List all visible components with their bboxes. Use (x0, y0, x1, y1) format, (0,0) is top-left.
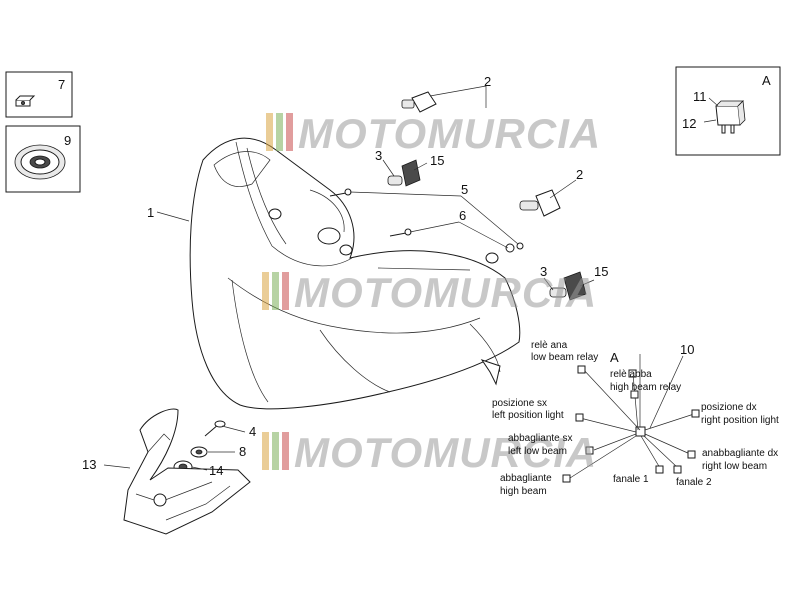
label-low-beam-relay: low beam relay (531, 352, 598, 363)
watermark-stripe (266, 113, 273, 151)
part-number-5: 5 (461, 182, 468, 197)
part-number-9: 9 (64, 133, 71, 148)
bulb-socket-15-upper-icon (387, 159, 421, 187)
bulb-socket-15-lower-icon (549, 271, 587, 301)
part-number-3-upper: 3 (375, 148, 382, 163)
label-abbagliante: abbagliante (500, 473, 552, 484)
part-number-2-upper: 2 (484, 74, 491, 89)
washer-6-icon (505, 242, 524, 253)
part-number-15-upper: 15 (430, 153, 444, 168)
wiring-harness (562, 354, 700, 483)
label-fanale-1: fanale 1 (613, 474, 649, 485)
watermark-text: MOTOMURCIA (294, 429, 597, 476)
part-number-1: 1 (147, 205, 154, 220)
part-number-2-right: 2 (576, 167, 583, 182)
part-number-15-lower: 15 (594, 264, 608, 279)
label-posizione-dx: posizione dx (701, 402, 757, 413)
leader-lines (103, 85, 684, 471)
watermark-stripe (276, 113, 283, 151)
watermark-text: MOTOMURCIA (298, 110, 601, 157)
part-number-11: 11 (693, 89, 707, 104)
bracket-13 (123, 408, 251, 535)
watermark-stripe (282, 272, 289, 310)
inset-box-7 (5, 71, 73, 118)
part-number-8: 8 (239, 444, 246, 459)
watermark-stripe (272, 432, 279, 470)
part-number-3-lower: 3 (540, 264, 547, 279)
bulb-2-upper-icon (401, 91, 437, 113)
watermark-text: MOTOMURCIA (294, 269, 597, 316)
label-high-beam-relay: high beam relay (610, 382, 681, 393)
watermark-stripe (272, 272, 279, 310)
screw-5-lower-icon (389, 228, 412, 237)
inset-letter-A: A (762, 73, 771, 88)
label-high-beam: high beam (500, 486, 547, 497)
watermark-stripe (282, 432, 289, 470)
watermark-stripe (262, 272, 269, 310)
label-right-low-beam: right low beam (702, 461, 767, 472)
inset-box-9 (5, 125, 81, 193)
grommet-icon (14, 144, 66, 180)
label-rele-abba: relè abba (610, 369, 652, 380)
label-right-position-light: right position light (701, 415, 779, 426)
label-abbagliante-sx: abbagliante sx (508, 433, 573, 444)
label-left-position-light: left position light (492, 410, 564, 421)
watermark-bottom: MOTOMURCIA (262, 429, 597, 476)
part-number-13: 13 (82, 457, 96, 472)
label-left-low-beam: left low beam (508, 446, 567, 457)
part-number-4: 4 (249, 424, 256, 439)
relay-icon (715, 100, 746, 134)
watermark-middle: MOTOMURCIA (262, 269, 597, 316)
washer-8-icon (190, 446, 208, 458)
bulb-2-right-icon (519, 189, 561, 217)
inset-box-A (675, 66, 781, 156)
label-fanale-2: fanale 2 (676, 477, 712, 488)
part-number-labels: 1 2 2 3 3 15 15 5 6 7 9 A 11 12 4 8 14 1… (58, 73, 771, 478)
label-rele-ana: relè ana (531, 340, 568, 351)
label-anabbagliante-dx: anabbagliante dx (702, 448, 778, 459)
part-number-7: 7 (58, 77, 65, 92)
harness-labels: relè ana low beam relay relè abba high b… (492, 340, 779, 497)
part-number-10: 10 (680, 342, 694, 357)
clip-nut-icon (15, 95, 36, 107)
label-posizione-sx: posizione sx (492, 398, 547, 409)
part-number-6: 6 (459, 208, 466, 223)
watermark-stripe (262, 432, 269, 470)
part-number-12: 12 (682, 116, 696, 131)
part-number-14: 14 (209, 463, 223, 478)
headlight-assembly (189, 137, 521, 410)
watermark-stripe (286, 113, 293, 151)
harness-letter-A: A (610, 350, 619, 365)
watermark-top: MOTOMURCIA (266, 110, 601, 157)
screw-4-icon (204, 420, 226, 437)
